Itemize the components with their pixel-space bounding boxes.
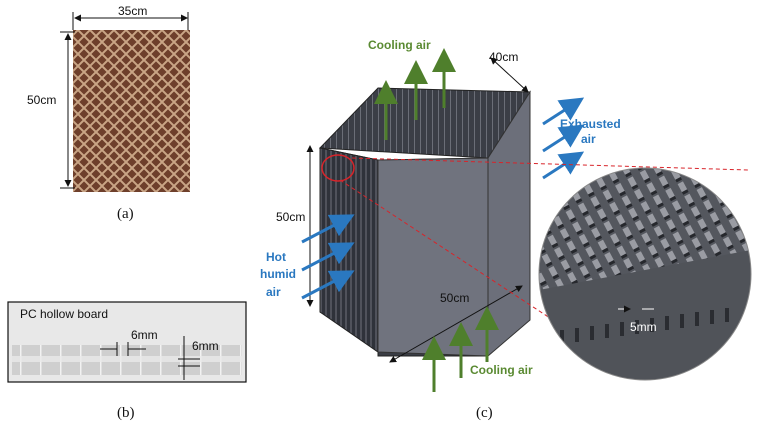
hot-air-label-line1: Hot: [266, 250, 286, 264]
cooling-air-label-bottom: Cooling air: [470, 363, 533, 377]
caption-c: (c): [476, 405, 493, 421]
board-title: PC hollow board: [20, 307, 108, 321]
thickness-label: 6mm: [192, 339, 219, 353]
exchanger-front-face: [377, 157, 489, 357]
pitch-label: 6mm: [131, 328, 158, 342]
exhausted-air-label-line2: air: [581, 132, 596, 146]
exhausted-air-label-line1: Exhausted: [560, 117, 621, 131]
exhausted-air-arrow: [542, 151, 585, 180]
panel-a: 35cm 50cm (a): [27, 4, 190, 222]
height-label: 50cm: [27, 93, 56, 107]
caption-a: (a): [117, 206, 134, 222]
cooling-air-label-top: Cooling air: [368, 38, 431, 52]
height-label-c: 50cm: [276, 210, 305, 224]
panel-b: PC hollow board 6mm 6mm (b): [7, 301, 247, 421]
caption-b: (b): [117, 405, 135, 421]
hot-air-arrow: [301, 242, 355, 272]
zoom-detail-circle: [539, 168, 751, 380]
zoom-highlight-circle: [321, 154, 355, 182]
panel-c: 40cm 50cm 50cm Cooling air Cooling air E…: [260, 38, 752, 421]
exhausted-air-arrow: [542, 97, 585, 126]
zoom-dashed-line-top: [351, 157, 749, 171]
depth-dimension-line: [490, 57, 529, 93]
hot-air-label-line3: air: [266, 285, 281, 299]
hot-air-label-line2: humid: [260, 267, 296, 281]
exhausted-air-arrow: [542, 124, 585, 153]
hot-air-arrow: [301, 270, 355, 300]
depth-label: 40cm: [489, 50, 518, 64]
hot-air-arrow: [301, 214, 355, 244]
zoom-dashed-line-bottom: [339, 179, 557, 323]
cooling-pad-photo: [73, 30, 190, 192]
width-label: 35cm: [118, 4, 147, 18]
width-label-c: 50cm: [440, 291, 469, 305]
zoom-gap-label: 5mm: [630, 320, 657, 334]
